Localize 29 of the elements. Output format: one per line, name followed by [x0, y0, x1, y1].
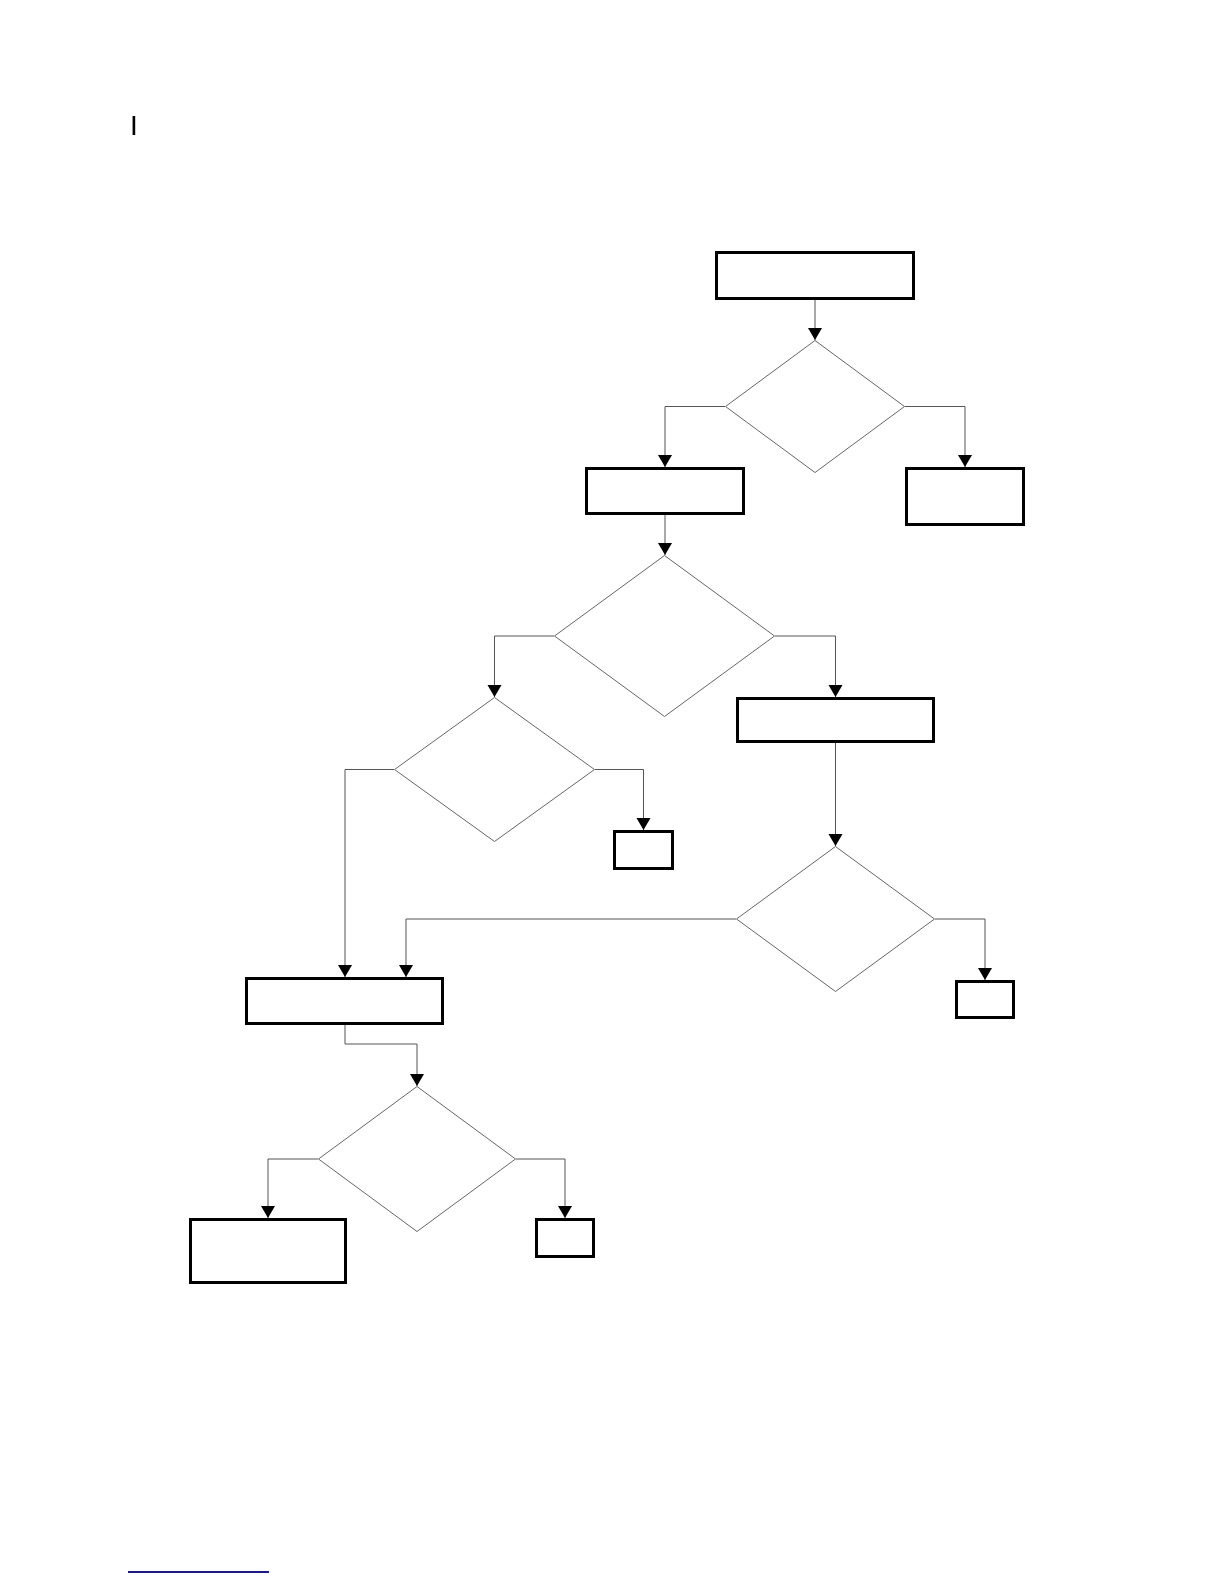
decision-diamond — [725, 340, 905, 473]
arrow — [487, 635, 555, 698]
decision-diamond — [318, 1086, 516, 1232]
arrow — [261, 1158, 319, 1219]
decision-diamond — [736, 846, 935, 992]
arrow — [904, 406, 972, 468]
section-mark: I — [130, 112, 138, 140]
arrow — [344, 1024, 424, 1087]
process-box — [189, 1218, 347, 1284]
process-box — [613, 830, 674, 870]
process-box — [585, 467, 745, 515]
process-box — [245, 977, 444, 1025]
decision-diamond — [394, 697, 595, 842]
process-box — [535, 1218, 595, 1258]
arrow — [399, 918, 737, 978]
process-box — [905, 467, 1025, 526]
arrow — [338, 769, 395, 978]
arrow — [934, 918, 992, 981]
arrow — [594, 769, 651, 831]
arrow — [515, 1158, 572, 1219]
process-box — [955, 980, 1015, 1019]
arrow — [828, 742, 843, 847]
arrow — [658, 514, 672, 556]
arrow — [774, 635, 843, 698]
arrow — [808, 299, 822, 341]
process-box — [715, 251, 915, 300]
decision-diamond — [554, 555, 775, 717]
process-box — [736, 697, 935, 743]
arrow — [658, 406, 726, 468]
